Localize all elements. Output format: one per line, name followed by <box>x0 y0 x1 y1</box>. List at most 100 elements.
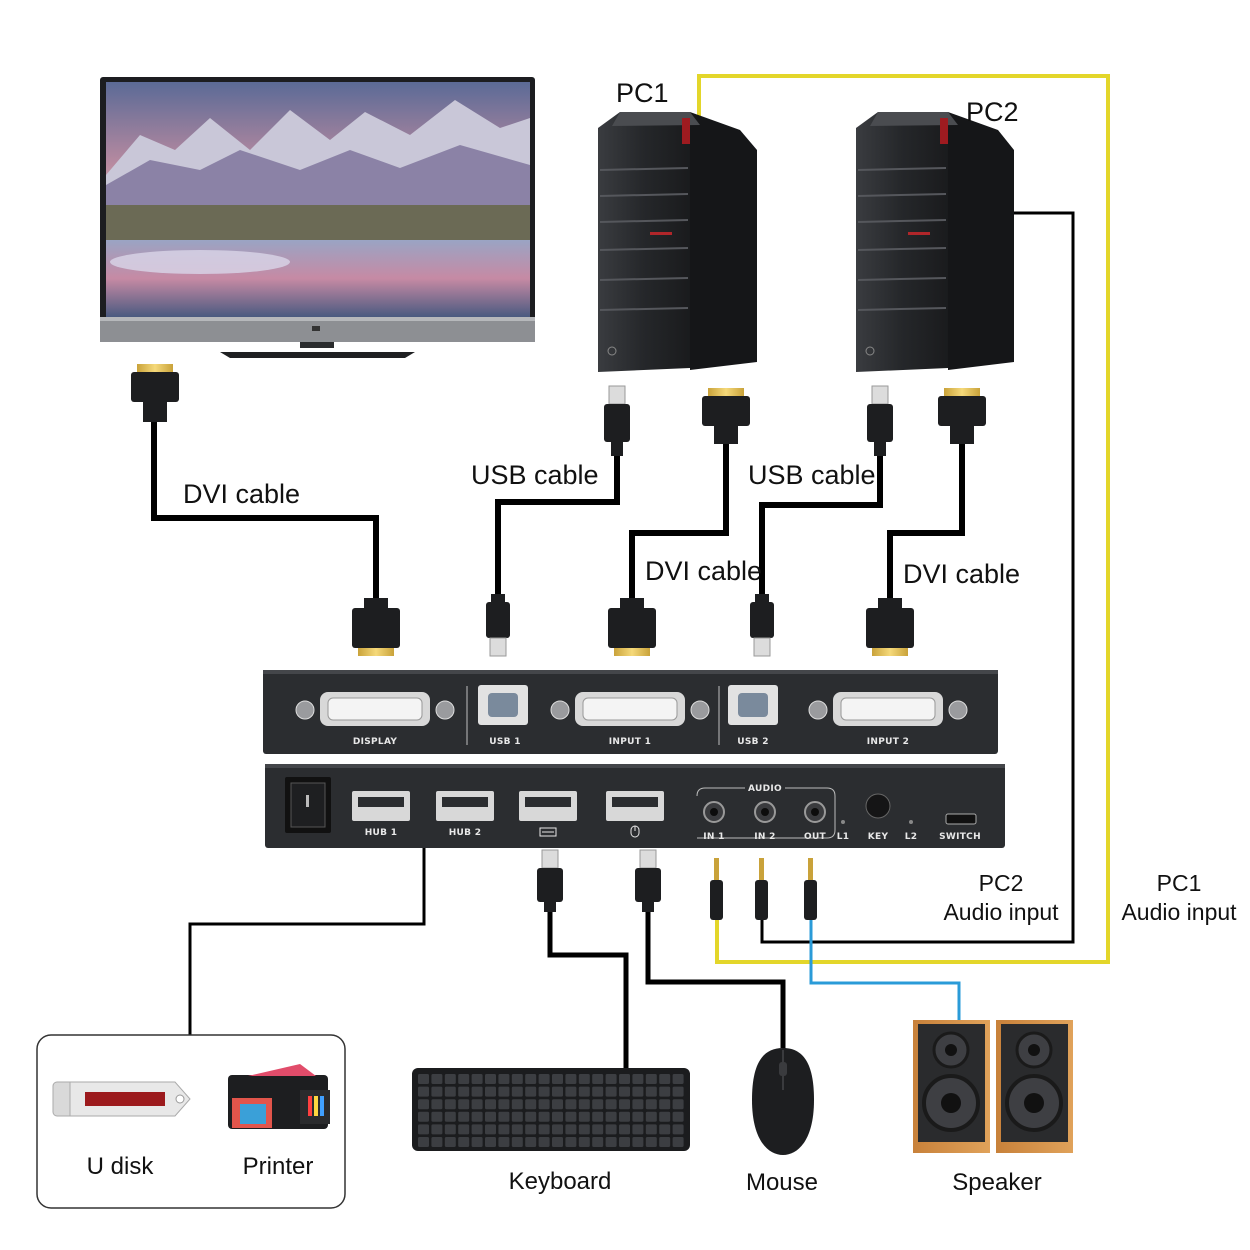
keyboard-key <box>538 1099 550 1110</box>
audio-title: AUDIO <box>748 784 782 794</box>
keyboard-key <box>592 1074 604 1084</box>
keyboard-key <box>578 1137 590 1147</box>
dvi-display-cable-label: DVI cable <box>183 479 301 509</box>
keyboard-key <box>538 1137 550 1147</box>
dvi-connector-pc2 <box>938 388 986 444</box>
keyboard-key <box>444 1099 456 1110</box>
speaker-label: Speaker <box>952 1169 1042 1196</box>
keyboard-key <box>645 1099 657 1110</box>
keyboard-key <box>619 1124 630 1135</box>
audio-plug-in2 <box>755 858 768 920</box>
keyboard-key <box>431 1111 443 1122</box>
keyboard-key <box>645 1086 657 1097</box>
keyboard-key <box>511 1137 523 1147</box>
keyboard-key <box>592 1124 604 1135</box>
keyboard-key <box>632 1137 644 1147</box>
keyboard-key <box>458 1137 470 1147</box>
kvm-front-panel: HUB 1 HUB 2 AUDIO IN 1 IN 2 OUT L1 <box>265 764 1005 848</box>
keyboard-key <box>485 1086 496 1097</box>
keyboard-key <box>431 1137 443 1147</box>
keyboard-key <box>552 1124 563 1135</box>
keyboard-key <box>525 1086 537 1097</box>
keyboard-key <box>418 1099 429 1110</box>
keyboard-key <box>578 1099 590 1110</box>
keyboard-key <box>525 1099 537 1110</box>
keyboard-key <box>525 1074 537 1084</box>
keyboard-key <box>431 1086 443 1097</box>
port-label-hub1: HUB 1 <box>365 828 398 838</box>
dvi-connector-kvm-display <box>352 598 400 656</box>
keyboard-key <box>418 1086 429 1097</box>
power-switch <box>285 777 331 833</box>
port-label-usb1: USB 1 <box>489 737 521 747</box>
keyboard-label: Keyboard <box>508 1168 612 1195</box>
keyboard-key <box>444 1086 456 1097</box>
usb-port-mouse <box>606 791 664 821</box>
keyboard-key <box>431 1124 443 1135</box>
keyboard-key <box>458 1086 470 1097</box>
key-button <box>865 793 891 819</box>
keyboard-key <box>672 1099 684 1110</box>
keyboard-key <box>565 1137 577 1147</box>
keyboard-key <box>578 1074 590 1084</box>
udisk-icon <box>52 1081 191 1117</box>
keyboard-key <box>458 1111 470 1122</box>
usb-plug-mouse <box>635 849 661 912</box>
keyboard-key <box>498 1124 510 1135</box>
mouse-icon <box>752 1048 814 1155</box>
keyboard-key <box>605 1086 617 1097</box>
keyboard-key <box>672 1137 684 1147</box>
usb-plug-keyboard <box>537 849 563 912</box>
keyboard-key <box>605 1111 617 1122</box>
pc2-audio-input-label: PC2 Audio input <box>940 869 1062 927</box>
keyboard-key <box>471 1124 483 1135</box>
keyboard-key <box>552 1137 563 1147</box>
dvi-connector-monitor <box>131 364 179 422</box>
keyboard-key <box>498 1099 510 1110</box>
keyboard-key <box>525 1111 537 1122</box>
hub-cable <box>188 848 426 1035</box>
keyboard-key <box>525 1124 537 1135</box>
keyboard-key <box>659 1074 671 1084</box>
keyboard-key <box>511 1086 523 1097</box>
keyboard-key <box>592 1099 604 1110</box>
dvi-pc2-cable <box>887 440 965 600</box>
keyboard-key <box>471 1111 483 1122</box>
keyboard-key <box>538 1086 550 1097</box>
audio-section: AUDIO IN 1 IN 2 OUT <box>696 784 836 842</box>
keyboard-cable <box>547 910 629 1068</box>
keyboard-key <box>538 1074 550 1084</box>
keyboard-key <box>431 1099 443 1110</box>
keyboard-key <box>619 1137 630 1147</box>
port-label-key: KEY <box>868 832 889 842</box>
dvi-connector-pc1 <box>702 388 750 444</box>
port-label-l1: L1 <box>837 832 850 842</box>
keyboard-key <box>659 1137 671 1147</box>
keyboard-key <box>525 1137 537 1147</box>
keyboard-key <box>538 1124 550 1135</box>
keyboard-key <box>485 1099 496 1110</box>
keyboard-key <box>485 1137 496 1147</box>
port-label-display: DISPLAY <box>353 737 398 747</box>
udisk-label: U disk <box>86 1153 154 1180</box>
keyboard-key <box>552 1074 563 1084</box>
usb-pc2-cable-label: USB cable <box>748 460 876 490</box>
keyboard-key <box>552 1099 563 1110</box>
dvi-port-input2 <box>808 692 968 726</box>
keyboard-key <box>645 1137 657 1147</box>
speaker-left <box>913 1020 990 1153</box>
printer-label: Printer <box>242 1153 314 1180</box>
port-label-usb2: USB 2 <box>737 737 769 747</box>
usb-b-connector-kvm-1 <box>486 594 510 657</box>
keyboard-key <box>632 1124 644 1135</box>
port-label-l2: L2 <box>905 832 918 842</box>
keyboard-key <box>498 1137 510 1147</box>
keyboard-key <box>485 1111 496 1122</box>
keyboard-key <box>645 1074 657 1084</box>
audio-plug-out <box>804 858 817 920</box>
keyboard-key <box>645 1111 657 1122</box>
keyboard-key <box>605 1137 617 1147</box>
keyboard-key <box>471 1099 483 1110</box>
keyboard-key <box>632 1111 644 1122</box>
